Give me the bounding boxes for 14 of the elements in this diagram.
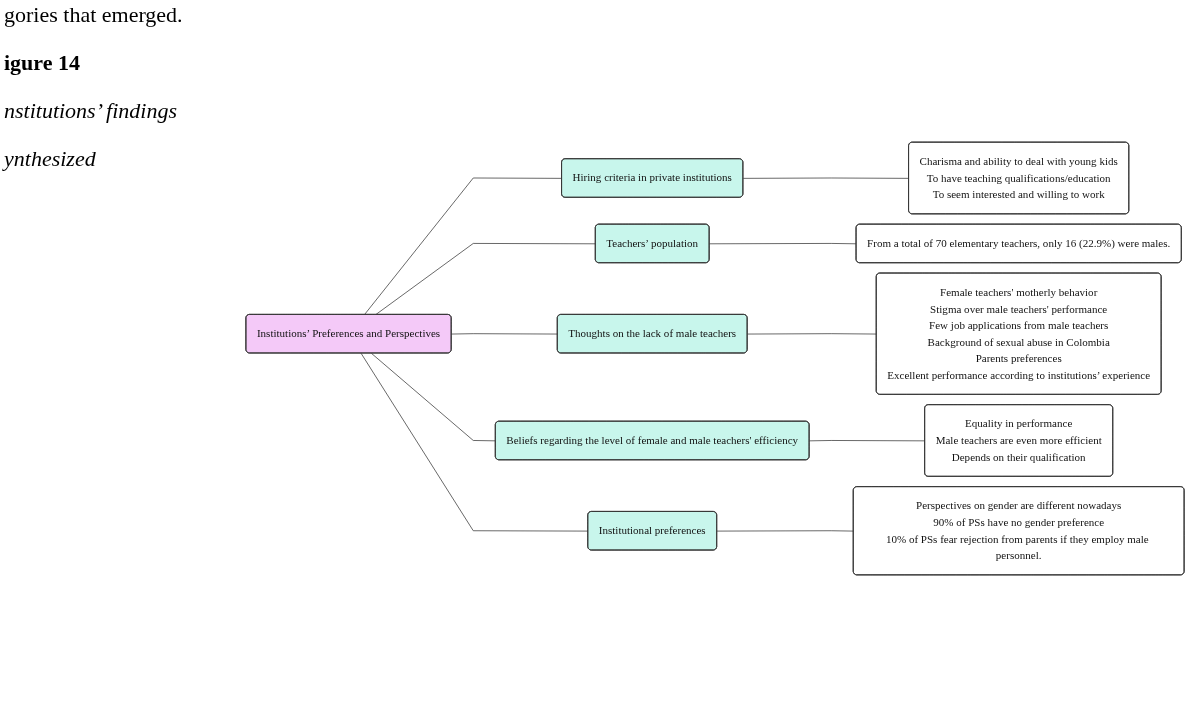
connector xyxy=(451,333,558,335)
connector xyxy=(364,177,563,316)
heading-text: gories that emerged. xyxy=(4,2,184,28)
connector xyxy=(809,440,926,442)
heading-text: ynthesized xyxy=(4,146,97,172)
connector xyxy=(371,353,497,442)
connector xyxy=(375,243,596,316)
connector xyxy=(709,243,857,245)
heading-text: nstitutions’ findings xyxy=(4,98,178,124)
connector xyxy=(747,333,877,335)
figure-number: igure 14 xyxy=(4,50,81,76)
connector xyxy=(742,177,910,179)
connector xyxy=(716,530,854,532)
connector xyxy=(360,353,589,532)
